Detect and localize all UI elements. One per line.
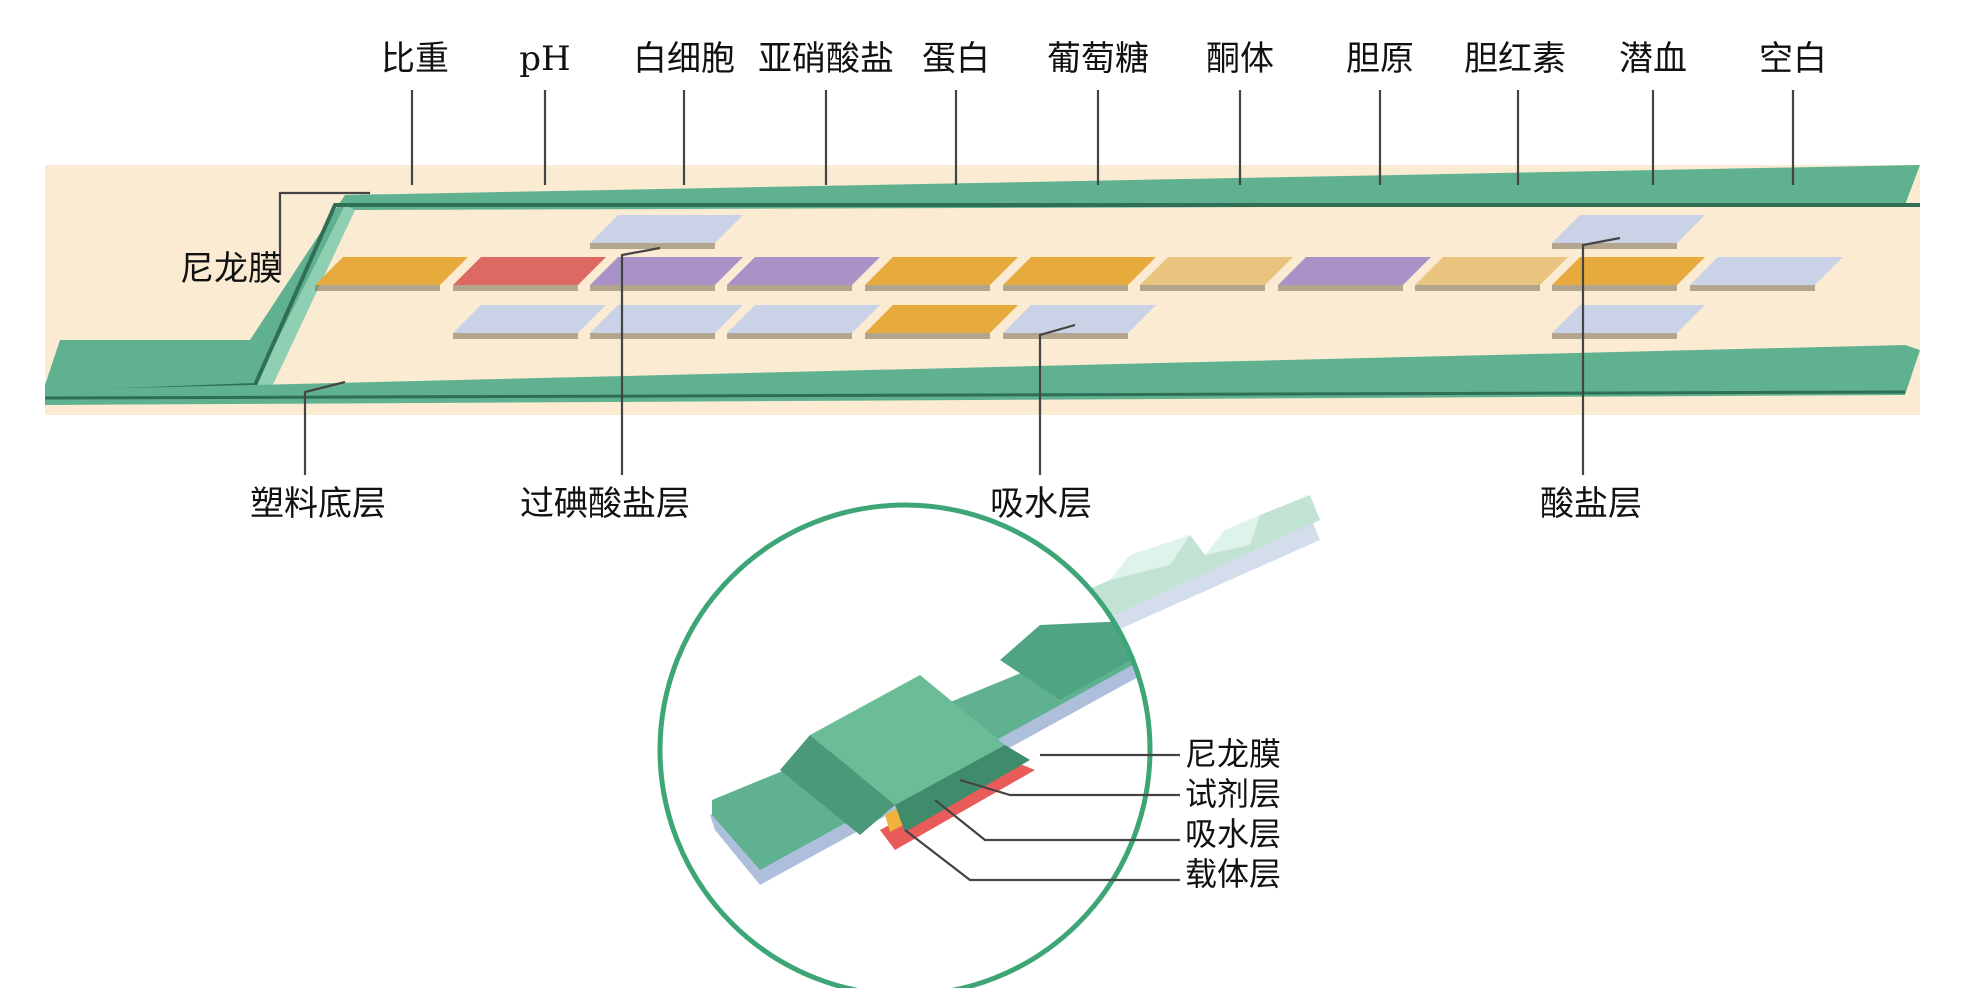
- label-nylon-membrane: 尼龙膜: [180, 249, 282, 289]
- inset-label-reagent: 试剂层: [1185, 775, 1281, 813]
- test-pad-16: [1552, 257, 1705, 285]
- leader-plastic-base: [303, 380, 346, 475]
- test-pad-7: [315, 257, 468, 285]
- inset-label-nylon: 尼龙膜: [1185, 735, 1281, 773]
- inset-magnifier: 尼龙膜 试剂层 吸水层 载体层: [657, 495, 1320, 992]
- plastic-base-layer: [45, 345, 1920, 405]
- label-ketones: 酮体: [1206, 39, 1274, 79]
- label-urobilinogen: 胆原: [1346, 39, 1414, 79]
- label-periodate-layer: 过碘酸盐层: [520, 484, 690, 524]
- test-pad-8: [453, 257, 606, 285]
- leader-inset-carrier: [904, 829, 1180, 882]
- leader-inset-absorbent: [934, 799, 1180, 842]
- inset-nylon-pad-front: [780, 735, 895, 835]
- label-leukocytes: 白细胞: [633, 39, 735, 79]
- leader-inset-reagent: [959, 778, 1180, 797]
- test-pad-5: [1003, 305, 1156, 333]
- label-specific-gravity: 比重: [381, 39, 449, 79]
- test-pad-14: [1278, 257, 1431, 285]
- test-pad-edge-19: [1552, 243, 1677, 249]
- test-pad-19: [1552, 215, 1705, 243]
- label-acid-salt-layer: 酸盐层: [1540, 484, 1642, 524]
- plastic-base-edge: [44, 390, 1906, 400]
- test-pad-edge-7: [315, 285, 440, 291]
- label-glucose: 葡萄糖: [1047, 39, 1149, 79]
- leader-acid-salt-layer: [1581, 236, 1621, 475]
- inset-absorbent-layer: [880, 760, 1035, 850]
- test-pad-2: [590, 305, 743, 333]
- test-pad-15: [1415, 257, 1568, 285]
- inset-lens-content: [660, 505, 1150, 992]
- test-pad-edge-4: [865, 333, 990, 339]
- test-pad-3: [727, 305, 880, 333]
- label-blank: 空白: [1759, 39, 1827, 79]
- test-pad-12: [1003, 257, 1156, 285]
- label-protein: 蛋白: [922, 39, 990, 79]
- test-pad-1: [453, 305, 606, 333]
- leader-absorbent-layer: [1038, 323, 1076, 475]
- inset-nylon-pad-side: [895, 745, 1030, 832]
- test-pad-edge-13: [1140, 285, 1265, 291]
- test-pad-4: [865, 305, 1018, 333]
- test-pad-11: [865, 257, 1018, 285]
- layer-labels: 尼龙膜 塑料底层 过碘酸盐层 吸水层 酸盐层: [180, 191, 1642, 524]
- test-pad-9: [590, 257, 743, 285]
- inset-label-absorbent: 吸水层: [1185, 815, 1281, 853]
- test-pad-edge-15: [1415, 285, 1540, 291]
- top-labels: 比重 pH 白细胞 亚硝酸盐 蛋白 葡萄糖 酮体 胆原 胆红素 潜血 空白: [381, 39, 1827, 185]
- label-nitrite: 亚硝酸盐: [758, 39, 894, 79]
- test-pad-edge-11: [865, 285, 990, 291]
- test-pad-6: [1552, 305, 1705, 333]
- test-pad-edge-10: [727, 285, 852, 291]
- label-occult-blood: 潜血: [1619, 39, 1687, 79]
- test-pad-edge-9: [590, 285, 715, 291]
- nylon-membrane-slope-face: [250, 205, 355, 395]
- test-pad-edge-18: [590, 243, 715, 249]
- test-pad-edge-3: [727, 333, 852, 339]
- test-pads: [315, 215, 1843, 339]
- test-pad-edge-6: [1552, 333, 1677, 339]
- test-pad-18: [590, 215, 743, 243]
- inset-lens-ring: [657, 502, 1153, 992]
- inset-label-carrier: 载体层: [1185, 855, 1281, 893]
- test-strip: [44, 165, 1920, 415]
- label-absorbent-layer: 吸水层: [990, 484, 1092, 524]
- test-pad-edge-2: [590, 333, 715, 339]
- leader-periodate-layer: [620, 246, 661, 475]
- test-pad-10: [727, 257, 880, 285]
- test-pad-edge-17: [1690, 285, 1815, 291]
- label-plastic-base: 塑料底层: [250, 484, 386, 524]
- inset-nylon-pad-top: [810, 675, 1005, 805]
- test-pad-edge-1: [453, 333, 578, 339]
- test-pad-edge-14: [1278, 285, 1403, 291]
- label-ph: pH: [519, 39, 570, 79]
- test-pad-edge-5: [1003, 333, 1128, 339]
- leader-nylon-membrane: [278, 191, 370, 275]
- inset-nylon-rear: [1000, 620, 1150, 700]
- label-bilirubin: 胆红素: [1464, 39, 1566, 79]
- test-pad-17: [1690, 257, 1843, 285]
- test-pad-edge-12: [1003, 285, 1128, 291]
- test-pad-13: [1140, 257, 1293, 285]
- nylon-membrane-top: [45, 165, 1920, 395]
- test-pad-edge-16: [1552, 285, 1677, 291]
- test-pad-edge-8: [453, 285, 578, 291]
